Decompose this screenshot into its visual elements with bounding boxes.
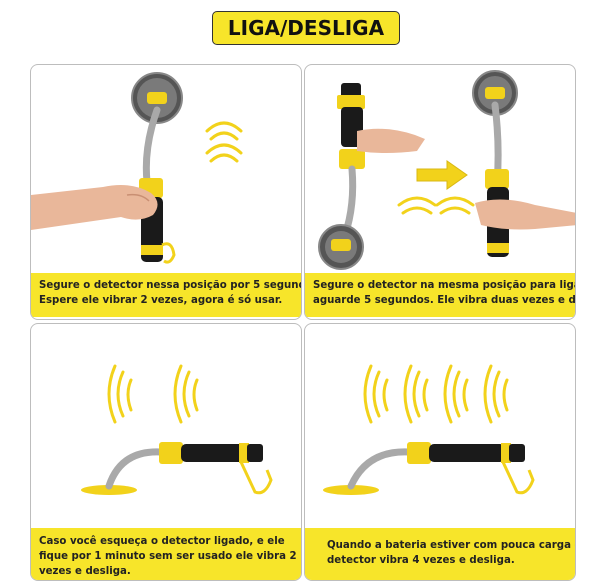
- detector-low-battery-image: [323, 364, 535, 495]
- caption-line: Quando a bateria estiver com pouca carga…: [327, 540, 576, 551]
- step-caption: Segure o detector nessa posição por 5 se…: [31, 273, 301, 317]
- caption-line: detector vibra 4 vezes e desliga.: [327, 555, 515, 566]
- detector-held-upright-image: [31, 72, 183, 264]
- page-title: LIGA/DESLIGA: [212, 11, 400, 45]
- caption-line: aguarde 5 segundos. Ele vibra duas vezes…: [313, 295, 576, 306]
- vibration-waves-icon: [205, 121, 243, 163]
- right-arrow-icon: [416, 160, 468, 190]
- caption-line: Segure o detector na mesma posição para …: [313, 280, 576, 291]
- caption-line: Caso você esqueça o detector ligado, e e…: [39, 536, 285, 547]
- caption-line: Segure o detector nessa posição por 5 se…: [39, 280, 302, 291]
- caption-line: Espere ele vibrar 2 vezes, agora é só us…: [39, 295, 283, 306]
- step-panel-1: Segure o detector nessa posição por 5 se…: [30, 64, 302, 320]
- detector-lying-image: [81, 364, 273, 495]
- step-caption: Caso você esqueça o detector ligado, e e…: [31, 528, 301, 580]
- caption-line: fique por 1 minuto sem ser usado ele vib…: [39, 551, 297, 562]
- step-panel-3: Caso você esqueça o detector ligado, e e…: [30, 323, 302, 581]
- step-panel-4: Quando a bateria estiver com pouca carga…: [304, 323, 576, 581]
- caption-line: vezes e desliga.: [39, 566, 131, 577]
- step-caption: Quando a bateria estiver com pouca carga…: [305, 528, 575, 580]
- detector-upside-down-image: [318, 70, 575, 270]
- step-caption: Segure o detector na mesma posição para …: [305, 273, 575, 317]
- step-panel-2: Segure o detector na mesma posição para …: [304, 64, 576, 320]
